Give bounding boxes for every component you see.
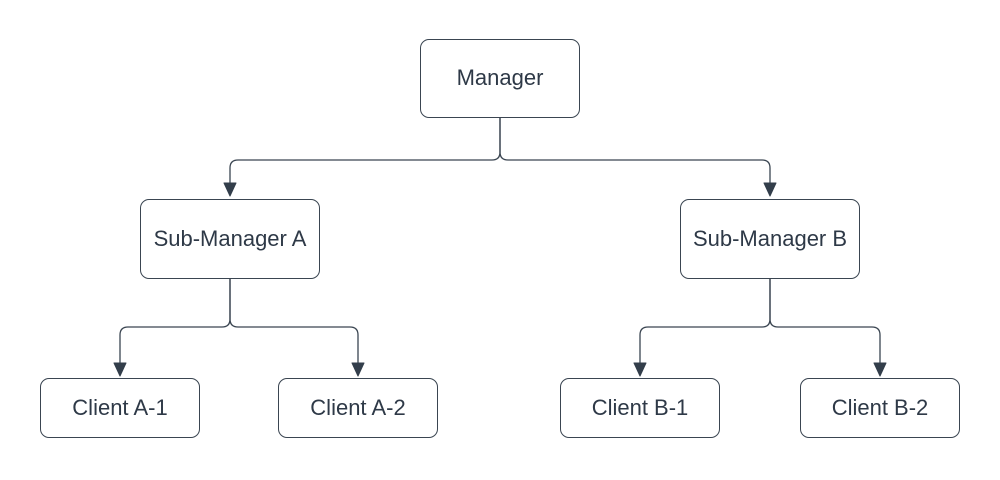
edge-sub-a-client-a1	[119, 279, 231, 363]
node-manager: Manager	[420, 39, 580, 118]
edge-manager-sub-a	[229, 118, 501, 183]
node-manager-label: Manager	[456, 65, 544, 91]
node-client-b2: Client B-2	[800, 378, 960, 438]
arrowhead-sub-b	[763, 182, 777, 197]
node-client-b1: Client B-1	[560, 378, 720, 438]
arrowhead-client-b2	[873, 362, 887, 377]
edge-sub-b-client-b1	[639, 279, 771, 363]
node-sub-manager-b-label: Sub-Manager B	[692, 225, 848, 251]
edge-sub-a-client-a2	[229, 279, 359, 363]
node-client-a2-label: Client A-2	[310, 394, 406, 420]
arrowhead-sub-a	[223, 182, 237, 197]
node-client-b2-label: Client B-2	[831, 394, 929, 420]
node-client-a2: Client A-2	[278, 378, 438, 438]
arrowhead-client-b1	[633, 362, 647, 377]
node-client-b1-label: Client B-1	[591, 394, 689, 420]
arrowhead-client-a1	[113, 362, 127, 377]
node-sub-manager-a-label: Sub-Manager A	[153, 225, 307, 251]
edge-sub-b-client-b2	[769, 279, 881, 363]
node-client-a1-label: Client A-1	[72, 394, 168, 420]
edge-manager-sub-b	[499, 118, 771, 183]
node-sub-manager-a: Sub-Manager A	[140, 199, 320, 279]
node-sub-manager-b: Sub-Manager B	[680, 199, 860, 279]
arrowhead-client-a2	[351, 362, 365, 377]
node-client-a1: Client A-1	[40, 378, 200, 438]
